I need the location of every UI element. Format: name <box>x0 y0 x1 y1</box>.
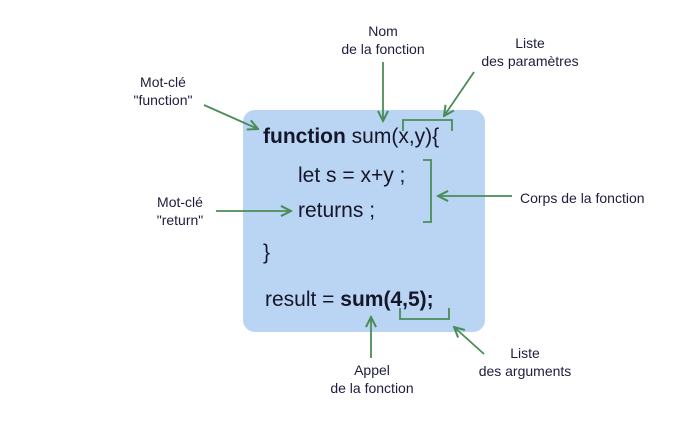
label-function-name-line2: de la fonction <box>341 41 425 57</box>
label-return-keyword-line2: "return" <box>156 212 204 228</box>
label-function-name-line1: Nom <box>368 23 398 39</box>
code-line-let: let s = x+y ; <box>298 164 406 187</box>
label-function-call-line2: de la fonction <box>330 380 414 396</box>
arrow-parameter-list <box>444 71 475 116</box>
code-line-closing-brace: } <box>263 241 271 264</box>
function-keyword: function <box>263 125 346 148</box>
code-line-call: result = sum(4,5); <box>265 287 434 313</box>
function-name: sum <box>351 125 392 148</box>
label-argument-list: Liste des arguments <box>465 344 585 380</box>
label-function-keyword: Mot-clé "function" <box>103 73 223 109</box>
label-function-name: Nom de la fonction <box>318 22 448 58</box>
label-function-body: Corps de la fonction <box>520 190 645 206</box>
arrow-function-keyword <box>203 104 258 129</box>
label-argument-list-line2: des arguments <box>478 363 572 379</box>
label-parameter-list-line1: Liste <box>515 35 545 51</box>
code-block <box>243 110 485 332</box>
label-function-keyword-line1: Mot-clé <box>140 74 186 90</box>
arrow-argument-list <box>454 327 485 355</box>
label-parameter-list-line2: des paramètres <box>481 53 579 69</box>
result-assignment: result = <box>265 288 341 311</box>
label-argument-list-line1: Liste <box>510 345 540 361</box>
bracket-arguments <box>399 308 450 320</box>
function-call: sum(4,5); <box>340 288 434 311</box>
label-function-call-line1: Appel <box>354 362 390 378</box>
code-line-return: returns ; <box>298 199 376 222</box>
label-function-keyword-line2: "function" <box>133 92 193 108</box>
bracket-function-body <box>423 159 432 223</box>
bracket-parameters <box>402 119 453 131</box>
code-line-function-declaration: function sum(x,y){ <box>263 124 439 150</box>
label-function-call: Appel de la fonction <box>312 361 432 397</box>
label-return-keyword-line1: Mot-clé <box>157 194 203 210</box>
label-return-keyword: Mot-clé "return" <box>130 193 230 229</box>
label-parameter-list: Liste des paramètres <box>465 34 595 70</box>
